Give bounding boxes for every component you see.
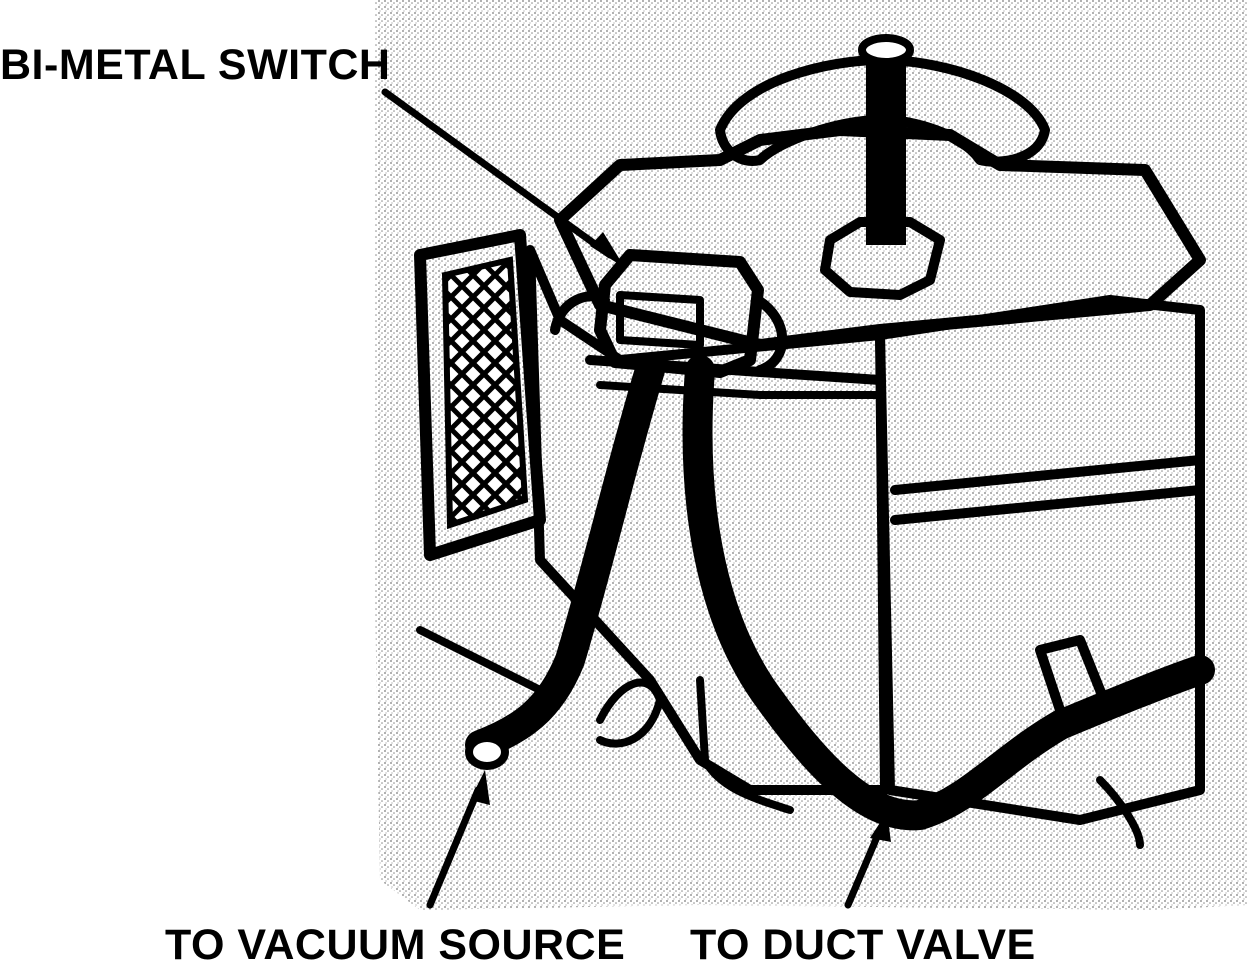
bimetal-switch-body	[594, 249, 764, 378]
bimetal-switch-base	[550, 291, 788, 375]
hose-end	[465, 734, 509, 770]
leader-vacuum	[426, 770, 490, 909]
stud-bolt	[866, 55, 906, 245]
vacuum-hose-right-inner	[689, 362, 1208, 824]
label-to-vacuum-source: TO VACUUM SOURCE	[165, 921, 626, 969]
panel-band	[890, 455, 1205, 525]
stippled-background	[375, 0, 1248, 910]
lower-bracket	[416, 626, 1144, 849]
label-bimetal-switch: BI-METAL SWITCH	[0, 41, 391, 89]
leader-bimetal	[381, 88, 625, 268]
wing-nut	[715, 55, 1050, 167]
vacuum-hose-left-inner	[472, 362, 658, 753]
side-panel	[875, 295, 1205, 825]
leader-duct	[844, 812, 891, 909]
stud-top	[858, 34, 914, 66]
hose-clamp	[1035, 635, 1115, 730]
hex-nut	[820, 217, 945, 300]
bimetal-switch-face	[616, 291, 704, 349]
label-to-duct-valve: TO DUCT VALVE	[690, 921, 1036, 969]
lattice-grille	[441, 256, 529, 530]
